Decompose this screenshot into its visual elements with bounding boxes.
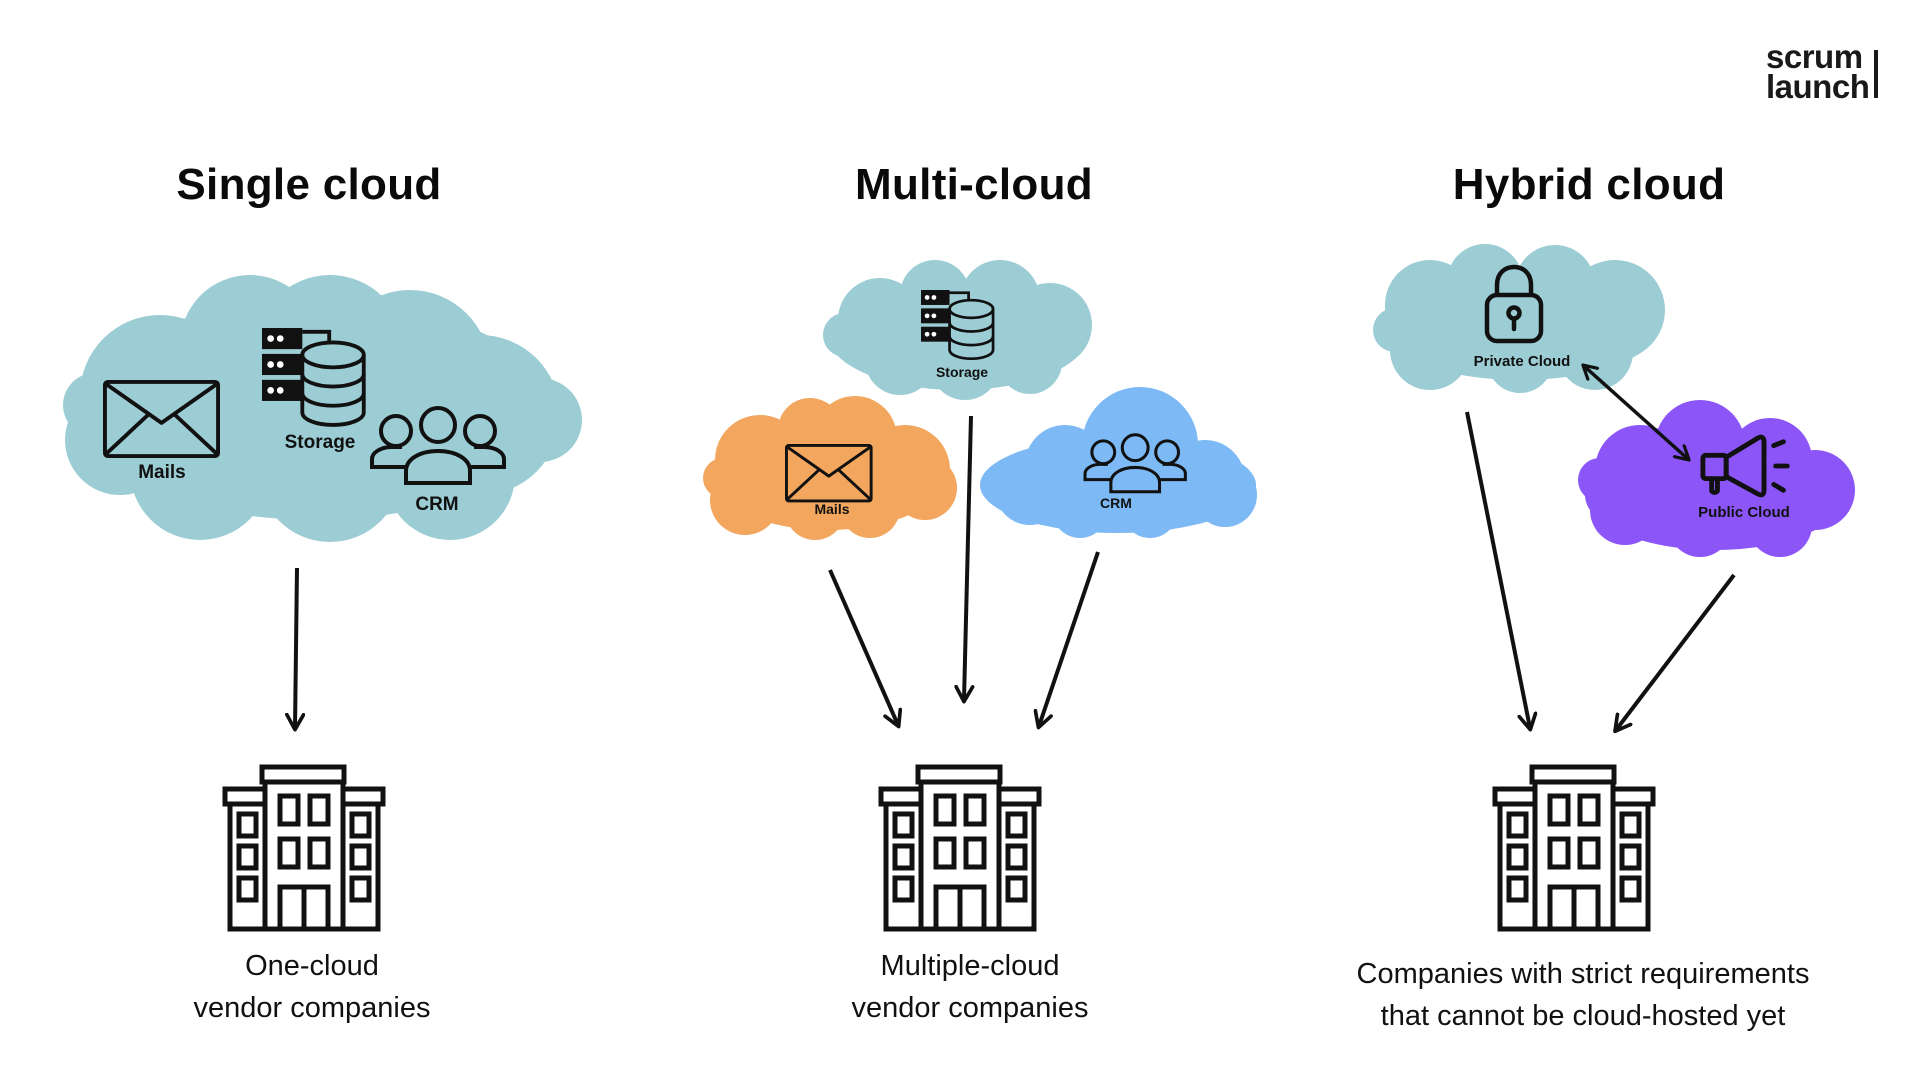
- caption-single-cloud: One-cloud vendor companies: [194, 945, 431, 1029]
- caption-hybrid-cloud: Companies with strict requirements that …: [1357, 953, 1810, 1037]
- arrow-public-to-company: [1616, 573, 1736, 730]
- service-label-storage: Storage: [285, 432, 356, 453]
- scrumlaunch-logo: scrum launch: [1766, 38, 1878, 105]
- logo-bar: [1874, 50, 1878, 98]
- title-multi-cloud: Multi-cloud: [855, 160, 1093, 209]
- title-single-cloud: Single cloud: [176, 160, 442, 209]
- arrow-private-public-bidirectional: [1584, 366, 1688, 459]
- arrow-single-to-company: [295, 567, 297, 728]
- caption-line: One-cloud: [245, 950, 379, 982]
- service-label-crm: CRM: [415, 494, 458, 515]
- service-label-storage: Storage: [936, 364, 988, 380]
- office-building-icon: [225, 767, 383, 929]
- caption-multi-cloud: Multiple-cloud vendor companies: [852, 945, 1089, 1029]
- caption-line: vendor companies: [851, 992, 1089, 1024]
- arrow-crm-to-company: [1039, 551, 1100, 726]
- service-label-crm: CRM: [1100, 495, 1132, 511]
- office-building-icon: [881, 767, 1039, 929]
- caption-line: Companies with strict requirements: [1356, 958, 1810, 990]
- arrow-private-to-company: [1465, 411, 1530, 728]
- crm-cloud-shape: [980, 387, 1257, 538]
- service-label-mails: Mails: [814, 501, 849, 517]
- logo-line-2: launch: [1766, 68, 1870, 105]
- office-building-icon: [1495, 767, 1653, 929]
- caption-line: vendor companies: [193, 992, 431, 1024]
- private-cloud-shape: [1373, 244, 1665, 393]
- service-label-public-cloud: Public Cloud: [1698, 504, 1790, 521]
- service-label-mails: Mails: [138, 462, 186, 483]
- public-cloud-shape: [1578, 400, 1855, 557]
- single-cloud-shape: [63, 275, 582, 542]
- arrow-storage-to-company: [964, 415, 971, 700]
- mails-cloud-shape: [703, 396, 957, 540]
- caption-line: Multiple-cloud: [880, 950, 1060, 982]
- logo-line-1: scrum: [1766, 38, 1863, 75]
- caption-line: that cannot be cloud-hosted yet: [1380, 1000, 1786, 1032]
- service-label-private-cloud: Private Cloud: [1474, 353, 1571, 370]
- title-hybrid-cloud: Hybrid cloud: [1452, 160, 1726, 209]
- arrow-mails-to-company: [828, 569, 898, 725]
